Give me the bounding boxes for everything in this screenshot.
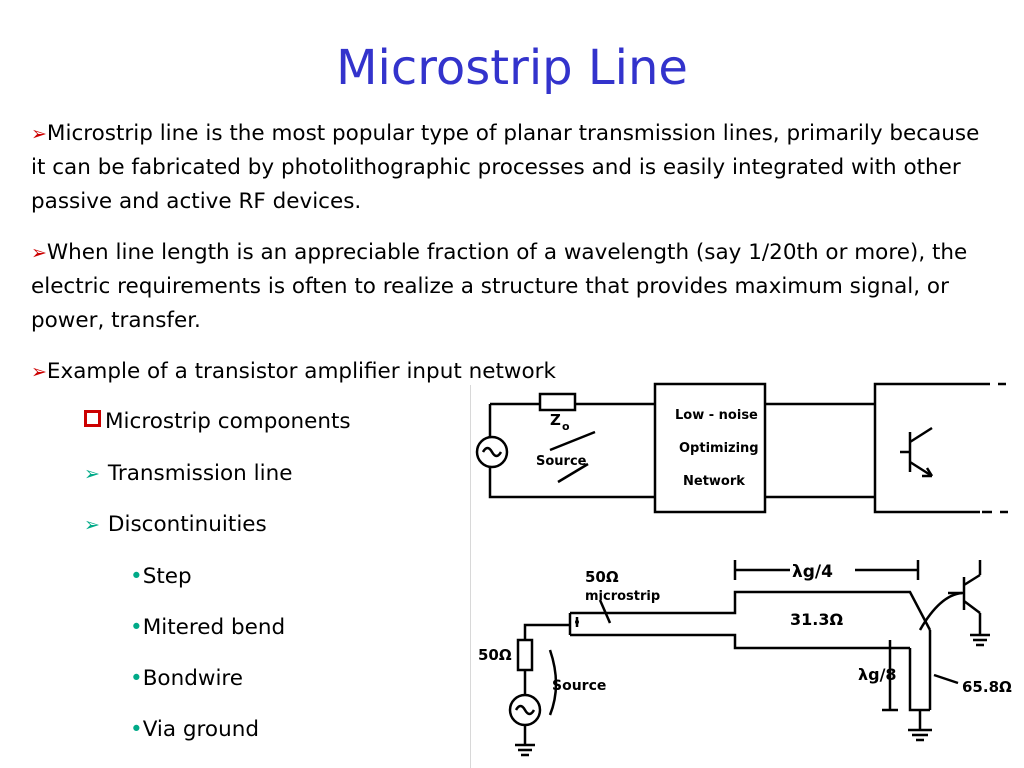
- dot-bullet-icon: •: [130, 666, 143, 691]
- square-bullet-icon: [84, 410, 101, 427]
- dot-bullet-icon: •: [130, 717, 143, 742]
- amplifier-block-diagram: Z o Source Low - noise Optimizing Networ…: [475, 382, 1008, 514]
- dot-item-via-ground: •Via ground: [130, 716, 259, 744]
- arrow-bullet-icon: ➢: [84, 463, 100, 485]
- sub-item-text: Discontinuities: [107, 512, 267, 537]
- source-resistor-label: 50Ω: [478, 646, 512, 664]
- z0-subscript: o: [562, 420, 570, 433]
- dot-bullet-icon: •: [130, 615, 143, 640]
- bullet-1-text: Microstrip line is the most popular type…: [31, 121, 980, 214]
- sub-item-discontinuities: ➢ Discontinuities: [84, 511, 267, 539]
- line-313-label: 31.3Ω: [790, 610, 843, 629]
- figure-divider: [470, 385, 471, 768]
- dot-item-text: Step: [142, 564, 192, 589]
- arrow-bullet-icon: ➢: [31, 242, 47, 264]
- network-line-2: Optimizing: [679, 441, 759, 456]
- source-label: Source: [536, 454, 587, 469]
- stub-658-label: 65.8Ω: [962, 678, 1012, 696]
- arrow-bullet-icon: ➢: [84, 514, 100, 536]
- dot-bullet-icon: •: [130, 564, 143, 589]
- bullet-3: ➢Example of a transistor amplifier input…: [31, 355, 991, 389]
- bullet-2-text: When line length is an appreciable fract…: [31, 240, 968, 333]
- microstrip-50-label: 50Ω: [585, 568, 619, 586]
- source-label-bottom: Source: [552, 678, 606, 694]
- dot-item-mitered-bend: •Mitered bend: [130, 614, 285, 642]
- sub-item-transmission-line: ➢ Transmission line: [84, 460, 292, 488]
- bullet-2: ➢When line length is an appreciable frac…: [31, 236, 991, 338]
- lambda-g8-label: λg/8: [858, 665, 897, 684]
- sub-heading: Microstrip components: [84, 408, 351, 436]
- dot-item-text: Via ground: [142, 717, 259, 742]
- network-line-3: Network: [683, 474, 745, 489]
- sub-heading-text: Microstrip components: [105, 409, 351, 434]
- z0-label: Z: [550, 411, 561, 429]
- dot-item-bondwire: •Bondwire: [130, 665, 243, 693]
- microstrip-layout-diagram: 50Ω microstrip λg/4 31.3Ω λg/8 65.8Ω 50Ω…: [478, 560, 1012, 757]
- network-line-1: Low - noise: [675, 408, 758, 423]
- dot-item-text: Mitered bend: [142, 615, 286, 640]
- slide-title: Microstrip Line: [336, 40, 688, 96]
- bullet-1: ➢Microstrip line is the most popular typ…: [31, 117, 991, 219]
- microstrip-word-label: microstrip: [585, 589, 660, 604]
- arrow-bullet-icon: ➢: [31, 123, 47, 145]
- lambda-g4-label: λg/4: [792, 562, 833, 582]
- arrow-bullet-icon: ➢: [31, 361, 47, 383]
- bullet-3-text: Example of a transistor amplifier input …: [46, 359, 556, 384]
- dot-item-step: •Step: [130, 563, 192, 591]
- sub-item-text: Transmission line: [107, 461, 293, 486]
- dot-item-text: Bondwire: [142, 666, 244, 691]
